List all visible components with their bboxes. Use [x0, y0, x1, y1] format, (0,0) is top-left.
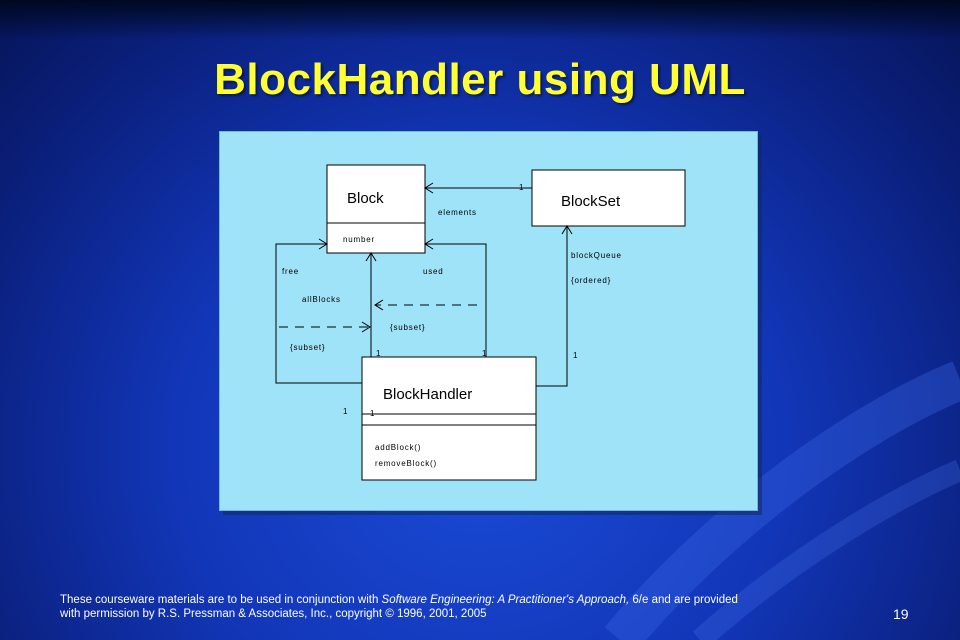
class-blockhandler-name: BlockHandler	[383, 386, 472, 403]
uml-diagram: Block number BlockSet BlockHandler addBl…	[219, 131, 758, 511]
class-blockset: BlockSet	[531, 169, 686, 227]
operation-removeblock: removeBlock()	[375, 459, 437, 468]
class-block-name: Block	[347, 190, 384, 207]
association-lines	[275, 182, 573, 387]
label-blockqueue: blockQueue	[571, 251, 622, 260]
top-shade	[0, 0, 960, 40]
multiplicity-blockqueue: 1	[573, 351, 578, 360]
label-free: free	[282, 267, 299, 276]
slide-title: BlockHandler using UML	[214, 55, 746, 104]
label-elements: elements	[438, 208, 477, 217]
multiplicity-used: 1	[482, 349, 487, 358]
class-block-attribute: number	[343, 235, 375, 244]
footer-text-c: 6/e and are provided	[629, 594, 738, 606]
class-blockset-name: BlockSet	[561, 193, 621, 210]
class-block: Block number	[326, 164, 426, 254]
label-ordered: {ordered}	[571, 276, 611, 285]
label-allblocks: allBlocks	[302, 295, 341, 304]
label-subset-left: {subset}	[290, 343, 325, 352]
footer-book-title: Software Engineering: A Practitioner's A…	[381, 594, 630, 606]
multiplicity-handler: 1	[370, 409, 375, 418]
class-blockhandler: BlockHandler addBlock() removeBlock()	[361, 356, 537, 481]
footer-text-a: These courseware materials are to be use…	[60, 594, 382, 606]
label-used: used	[423, 267, 444, 276]
subset-arrowheads	[361, 299, 384, 333]
operation-addblock: addBlock()	[375, 443, 421, 452]
multiplicity-allblocks: 1	[376, 349, 381, 358]
copyright-footer: These courseware materials are to be use…	[60, 593, 860, 621]
subset-dependencies	[279, 304, 477, 328]
slide-number: 19	[893, 606, 909, 622]
multiplicity-free: 1	[343, 407, 348, 416]
footer-line-2: with permission by R.S. Pressman & Assoc…	[60, 608, 487, 620]
label-subset-right: {subset}	[390, 323, 425, 332]
multiplicity-blockset: 1	[519, 183, 524, 192]
